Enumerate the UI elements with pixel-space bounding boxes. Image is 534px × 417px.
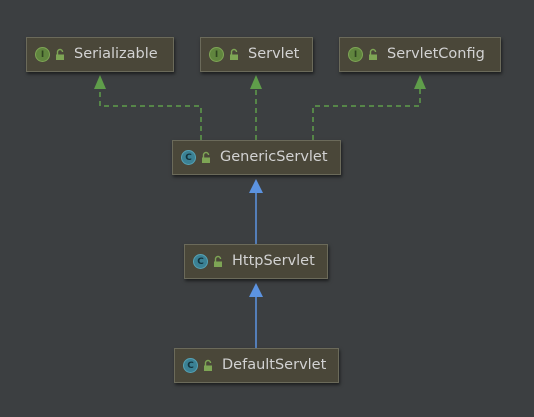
open-lock-icon xyxy=(369,48,377,60)
interface-icon: I xyxy=(348,47,363,62)
node-genericservlet[interactable]: C GenericServlet xyxy=(172,140,341,175)
node-label: ServletConfig xyxy=(387,46,485,63)
open-lock-icon xyxy=(204,359,212,371)
node-label: HttpServlet xyxy=(232,253,315,270)
class-icon: C xyxy=(183,358,198,373)
node-defaultservlet[interactable]: C DefaultServlet xyxy=(174,348,339,383)
edge-genericservlet-servletconfig xyxy=(312,88,421,140)
open-lock-icon xyxy=(230,48,238,60)
open-lock-icon xyxy=(214,255,222,267)
arrowhead-serializable xyxy=(94,75,106,89)
node-label: GenericServlet xyxy=(220,149,328,166)
edge-genericservlet-serializable xyxy=(99,88,202,140)
node-serializable[interactable]: I Serializable xyxy=(26,37,174,72)
interface-icon: I xyxy=(209,47,224,62)
node-servlet[interactable]: I Servlet xyxy=(200,37,313,72)
node-label: Serializable xyxy=(74,46,158,63)
node-servletconfig[interactable]: I ServletConfig xyxy=(339,37,501,72)
class-icon: C xyxy=(193,254,208,269)
open-lock-icon xyxy=(202,151,210,163)
arrowhead-httpservlet xyxy=(249,283,263,297)
node-httpservlet[interactable]: C HttpServlet xyxy=(184,244,328,279)
node-label: Servlet xyxy=(248,46,300,63)
arrowhead-genericservlet xyxy=(249,179,263,193)
class-icon: C xyxy=(181,150,196,165)
node-label: DefaultServlet xyxy=(222,357,327,374)
arrowhead-servletconfig xyxy=(414,75,426,89)
interface-icon: I xyxy=(35,47,50,62)
arrowhead-servlet xyxy=(250,75,262,89)
open-lock-icon xyxy=(56,48,64,60)
